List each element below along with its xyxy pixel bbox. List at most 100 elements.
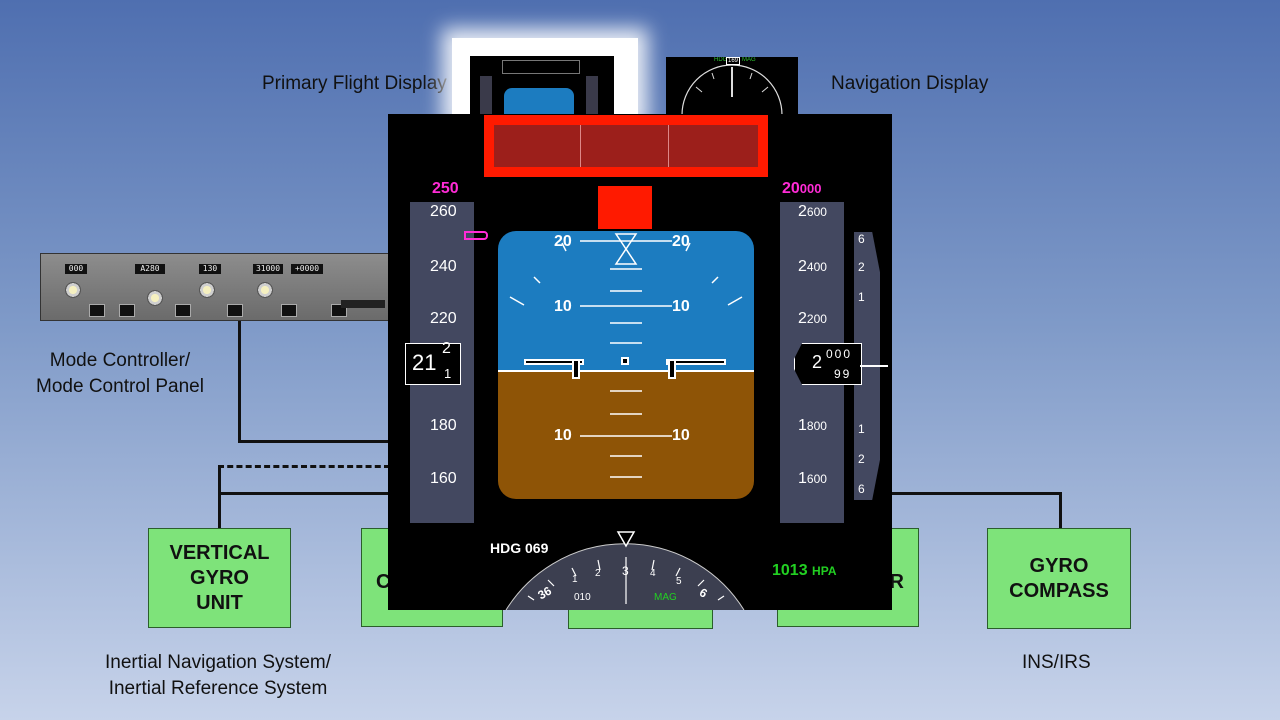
speed-readout-bottom: 1 [444, 366, 452, 381]
altitude-readout-bottom: 99 [834, 367, 852, 381]
sky [498, 231, 754, 371]
alt-tick-2400: 2400 [798, 258, 827, 276]
pitch-label-10-left: 10 [554, 298, 572, 315]
mcp-label-line2: Mode Control Panel [36, 376, 204, 397]
vsi-label-2-down: 2 [858, 452, 865, 466]
pitch-label-20-left: 20 [554, 233, 572, 250]
insirs-label: INS/IRS [1022, 652, 1091, 673]
selected-altitude-small: 000 [799, 181, 822, 196]
alt-tick-2200-big: 2 [798, 310, 807, 327]
nd-compass-arc-icon [681, 64, 783, 115]
aircraft-center-dot [621, 357, 629, 365]
ins-label-line1: Inertial Navigation System/ [105, 652, 331, 673]
mcp-heading-knob-icon [199, 282, 215, 298]
pitch-label-10-right: 10 [672, 298, 690, 315]
mcp-window-course: 000 [65, 264, 87, 274]
nd-thumb-mag: MAG [742, 57, 756, 63]
speed-readout-big: 21 [412, 350, 437, 375]
alt-tick-2200-small: 200 [806, 312, 827, 326]
vsi-label-1-down: 1 [858, 422, 865, 436]
alt-tick-1600: 1600 [798, 470, 827, 488]
alt-tick-1800: 1800 [798, 417, 827, 435]
aircraft-symbol-left [524, 359, 584, 379]
compass-mag-label: MAG [654, 592, 677, 603]
pitch-label-20-right: 20 [672, 233, 690, 250]
pfd-thumbnail-attitude [504, 88, 574, 118]
compass-connector-horizontal [890, 492, 1062, 495]
mcp-window-heading: 130 [199, 264, 221, 274]
compass-label-1: 1 [572, 574, 578, 585]
mcp-window-altitude: 31000 [253, 264, 283, 274]
vsi-label-2-up: 2 [858, 260, 865, 274]
nd-thumb-hdg: HDG [714, 57, 728, 63]
baro-setting: 1013 HPA [772, 562, 837, 580]
pfd-label: Primary Flight Display [262, 73, 447, 94]
mcp-slot [341, 300, 385, 308]
bus-connector [218, 492, 390, 495]
compass-label-5: 5 [676, 576, 682, 587]
pfd-thumbnail [470, 56, 614, 118]
alt-tick-1800-big: 1 [798, 417, 807, 434]
ins-label-line2: Inertial Reference System [108, 678, 328, 699]
speed-tick-180: 180 [430, 417, 457, 434]
compass-label-3: 3 [622, 564, 629, 578]
vertical-gyro-line3: UNIT [196, 591, 243, 614]
system-box-2-text: C [376, 571, 391, 593]
mcp-course-knob-icon [65, 282, 81, 298]
heading-label: HDG 069 [490, 540, 549, 556]
speed-tick-160: 160 [430, 470, 457, 487]
mcp-window-vs: +0000 [291, 264, 323, 274]
speed-readout-top: 2 [442, 340, 451, 357]
ins-label: Inertial Navigation System/ Inertial Ref… [88, 650, 348, 702]
alt-tick-2200: 2200 [798, 310, 827, 328]
baro-unit: HPA [812, 564, 837, 578]
mcp-connector-horizontal [238, 440, 390, 443]
vertical-gyro-line1: VERTICAL [169, 541, 270, 564]
fma-divider-2 [668, 125, 669, 167]
compass-label-010: 010 [574, 592, 591, 603]
mcp-button-2 [119, 304, 135, 317]
dashed-connector [218, 465, 390, 468]
nd-thumbnail: HDG 169 MAG [666, 57, 798, 115]
gyro-compass-box: GYRO COMPASS [987, 528, 1131, 629]
mcp-connector-vertical [238, 319, 241, 443]
speed-tick-220: 220 [430, 310, 457, 327]
alt-tick-2600-big: 2 [798, 203, 807, 220]
pfd-thumbnail-header [502, 60, 580, 74]
aircraft-symbol-right [666, 359, 726, 379]
aircraft-symbol-left-bar [524, 359, 584, 365]
mcp-speed-knob-icon [147, 290, 163, 306]
vertical-gyro-line2: GYRO [190, 566, 249, 589]
aircraft-symbol-right-bar [666, 359, 726, 365]
mcp-button-5 [281, 304, 297, 317]
compass-label-4: 4 [650, 568, 656, 579]
vsi-needle [860, 365, 888, 367]
mcp-label: Mode Controller/ Mode Control Panel [20, 348, 220, 400]
warning-flag [598, 186, 652, 229]
fma-inner-panel [494, 125, 758, 167]
mcp-button-3 [175, 304, 191, 317]
aircraft-symbol-left-leg [572, 359, 580, 379]
alt-tick-2400-small: 400 [806, 260, 827, 274]
compass-rose-icon [505, 531, 745, 610]
attitude-indicator: 20 20 10 10 10 10 [498, 231, 754, 499]
selected-altitude-big: 20 [782, 180, 800, 197]
fma-divider-1 [580, 125, 581, 167]
pitch-label-minus10-left: 10 [554, 427, 572, 444]
speed-readout-box [405, 343, 461, 385]
speed-tick-260: 260 [430, 203, 457, 220]
selected-altitude-bug: 20000 [782, 180, 822, 198]
gyro-compass-line2: COMPASS [1009, 579, 1109, 602]
pitch-label-minus10-right: 10 [672, 427, 690, 444]
alt-tick-1600-big: 1 [798, 470, 807, 487]
alt-tick-1600-small: 600 [806, 472, 827, 486]
pfd-thumbnail-speedtape [480, 76, 492, 118]
nd-label: Navigation Display [831, 73, 989, 94]
dashed-connector-drop [218, 465, 221, 530]
altitude-readout-big: 2 [812, 352, 823, 372]
compass-label-2: 2 [595, 568, 601, 579]
vsi-label-6-up: 6 [858, 232, 865, 246]
primary-flight-display: 250 20000 260 240 220 180 160 21 2 1 260… [388, 114, 892, 610]
mcp-label-line1: Mode Controller/ [49, 350, 191, 371]
aircraft-symbol-right-leg [668, 359, 676, 379]
